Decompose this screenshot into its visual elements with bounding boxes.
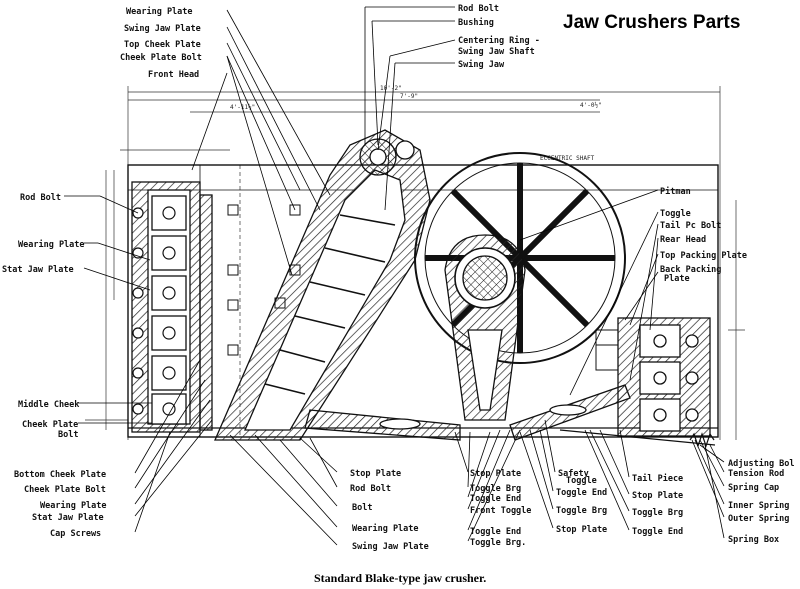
label-rod-bolt-top: Rod Bolt — [458, 4, 499, 14]
label-cheek-plate-bolt-top: Cheek Plate Bolt — [120, 53, 202, 63]
label-toggle-end-1: Toggle End — [470, 494, 521, 504]
label-bolt-left: Bolt — [58, 430, 78, 440]
rear-head — [595, 317, 711, 437]
label-bushing: Bushing — [458, 17, 494, 28]
label-stat-jaw-plate-left: Stat Jaw Plate — [2, 265, 74, 275]
label-toggle-brg-1: Toggle Brg — [470, 484, 521, 494]
label-tail-piece: Tail Piece — [632, 473, 683, 484]
label-safety-toggle-2: Toggle — [566, 476, 597, 486]
labels: Wearing Plate Swing Jaw Plate Top Cheek … — [2, 4, 795, 552]
label-toggle-brg-4: Toggle Brg — [632, 508, 683, 518]
label-inner-spring: Inner Spring — [728, 500, 789, 511]
front-head — [131, 181, 213, 433]
dim-text-4: 4'-0½" — [580, 102, 602, 109]
label-swing-jaw: Swing Jaw — [458, 59, 505, 70]
label-cheek-plate: Cheek Plate — [22, 420, 78, 430]
label-stop-plate-3: Stop Plate — [556, 525, 607, 535]
label-swing-jaw-shaft: Swing Jaw Shaft — [458, 46, 535, 57]
label-bolt-bottom: Bolt — [352, 503, 372, 513]
label-stop-plate-4: Stop Plate — [632, 491, 683, 501]
label-stop-plate-2: Stop Plate — [470, 469, 521, 479]
label-front-head: Front Head — [148, 70, 199, 80]
label-centering-ring: Centering Ring - — [458, 35, 540, 46]
label-adjusting-bolt: Adjusting Bol — [728, 458, 795, 469]
label-top-cheek-plate: Top Cheek Plate — [124, 40, 201, 50]
label-spring-cap: Spring Cap — [728, 482, 779, 493]
label-back-packing: Back Packing — [660, 264, 721, 275]
label-toggle-end-4: Toggle End — [632, 527, 683, 537]
label-spring-box: Spring Box — [728, 534, 779, 545]
label-cap-screws: Cap Screws — [50, 529, 101, 539]
label-tension-rod: Tension Rod — [728, 468, 784, 479]
label-wearing-plate-bottom: Wearing Plate — [40, 500, 107, 511]
label-wearing-plate-bottom-mid: Wearing Plate — [352, 523, 419, 534]
label-toggle-end-3: Toggle End — [556, 488, 607, 498]
label-swing-jaw-plate-top: Swing Jaw Plate — [124, 23, 201, 34]
swing-jaw — [214, 129, 431, 441]
diagram-caption: Standard Blake-type jaw crusher. — [314, 571, 486, 585]
label-outer-spring: Outer Spring — [728, 513, 789, 524]
label-middle-cheek: Middle Cheek — [18, 399, 79, 410]
label-stat-jaw-plate-bottom: Stat Jaw Plate — [32, 513, 104, 523]
leader-lines — [64, 6, 725, 546]
label-bottom-cheek-plate: Bottom Cheek Plate — [14, 470, 106, 480]
diagram-title: Jaw Crushers Parts — [563, 12, 740, 33]
label-toggle-end-2: Toggle End — [470, 527, 521, 537]
label-safety-toggle-1: Safety — [558, 469, 589, 479]
label-stop-plate-1: Stop Plate — [350, 469, 401, 479]
label-top-packing-plate: Top Packing Plate — [660, 250, 747, 261]
dim-text-1: 10'-2" — [380, 85, 402, 92]
label-toggle-brg-2: Toggle Brg. — [470, 538, 526, 548]
pitman — [444, 234, 526, 421]
label-toggle: Toggle — [660, 209, 691, 219]
label-wearing-plate-top: Wearing Plate — [126, 6, 193, 17]
label-rod-bolt-left: Rod Bolt — [20, 193, 61, 203]
dim-text-5: ECCENTRIC SHAFT — [540, 155, 595, 162]
label-rear-head: Rear Head — [660, 235, 706, 245]
label-cheek-plate-bolt-bottom: Cheek Plate Bolt — [24, 485, 106, 495]
label-wearing-plate-left: Wearing Plate — [18, 239, 85, 250]
dim-text-3: 7'-9" — [400, 93, 418, 100]
label-toggle-brg-3: Toggle Brg — [556, 506, 607, 516]
label-pitman: Pitman — [660, 186, 691, 197]
label-rod-bolt-bottom: Rod Bolt — [350, 484, 391, 494]
label-front-toggle: Front Toggle — [470, 506, 531, 516]
label-swing-jaw-plate-bottom: Swing Jaw Plate — [352, 541, 429, 552]
label-plate: Plate — [664, 274, 690, 284]
label-tail-pc-bolt: Tail Pc Bolt — [660, 220, 721, 231]
